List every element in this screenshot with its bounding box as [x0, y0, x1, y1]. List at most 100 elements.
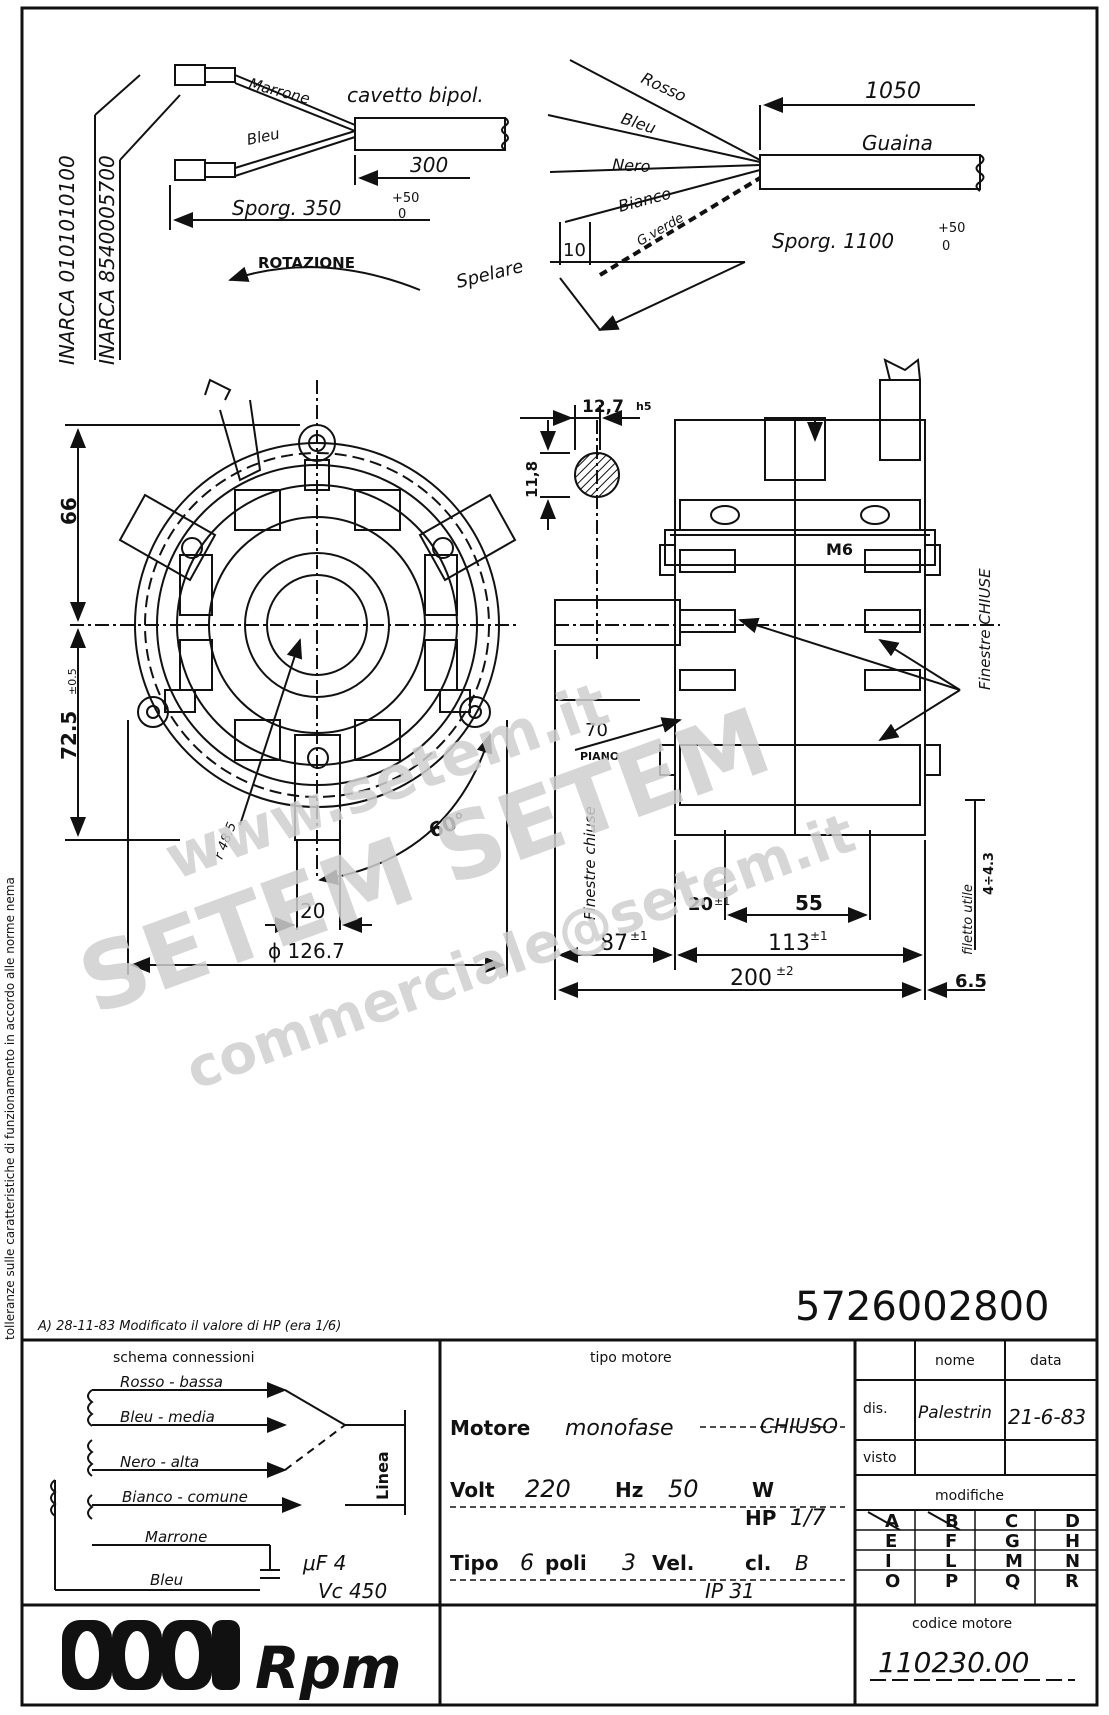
motore-label: Motore: [450, 1416, 530, 1440]
side-view-labels: 12,7 h5 11,8 M6 70 PIANO Finestre CHIUSE…: [523, 397, 997, 992]
dim-1050: 1050: [865, 79, 921, 104]
hp-value: 1/7: [790, 1506, 825, 1531]
conn-bleu-2: Bleu: [150, 1571, 183, 1589]
dim-200: 200: [730, 966, 772, 991]
dim-72-5-tol: ±0.5: [66, 668, 79, 695]
sporg-1100: Sporg. 1100: [772, 229, 894, 253]
dis-date: 21-6-83: [1008, 1405, 1086, 1429]
w-label: W: [752, 1478, 774, 1502]
motore-value: monofase: [565, 1416, 674, 1441]
modifiche-cell: I: [885, 1551, 892, 1572]
finestre-chiuse-left: Finestre chiuse: [581, 806, 599, 920]
guaina-label: Guaina: [862, 131, 933, 155]
wire-marrone-label: Marrone: [247, 74, 312, 108]
modifiche-cell: C: [1005, 1511, 1018, 1532]
dim-113-tol: ±1: [810, 929, 828, 943]
cap-value: μF 4: [302, 1551, 346, 1575]
revision-note: A) 28-11-83 Modificato il valore di HP (…: [37, 1319, 341, 1334]
code-inarca-1: INARCA 0101010100: [55, 155, 79, 365]
dim-87: 87: [600, 931, 628, 956]
sporg-350-tol-plus: +50: [392, 191, 419, 206]
dim-20-side: 20: [688, 894, 713, 915]
modifiche-title: modifiche: [935, 1488, 1004, 1504]
modifiche-cell: O: [885, 1571, 900, 1592]
conn-bianco: Bianco - comune: [122, 1488, 248, 1506]
dis-signature: Palestrin: [918, 1403, 992, 1423]
tipo-label: Tipo: [450, 1551, 499, 1575]
dim-200-tol: ±2: [776, 964, 794, 978]
wire-bleu-label: Bleu: [245, 124, 281, 149]
side-view: [520, 358, 1000, 1000]
spelare-label: Spelare: [454, 256, 525, 293]
drawing-number: 5726002800: [795, 1284, 1050, 1330]
hp-label: HP: [745, 1506, 776, 1530]
sporg-350: Sporg. 350: [232, 196, 341, 220]
modifiche-cell: M: [1005, 1551, 1023, 1572]
code-inarca-2: INARCA 8540005700: [95, 155, 119, 365]
cable-label: cavetto bipol.: [347, 83, 484, 107]
dim-6-5: 6.5: [955, 971, 987, 992]
tipo-motore-title: tipo motore: [590, 1350, 672, 1366]
modifiche-cell: E: [885, 1531, 897, 1552]
drawing-frame: [20, 6, 1099, 1707]
modifiche-cell: Q: [1005, 1571, 1020, 1592]
wire-bleu-label-r: Bleu: [619, 109, 659, 138]
cl-value: B: [795, 1551, 809, 1575]
dim-20-side-tol: ±1: [714, 895, 730, 908]
wiring-right: [547, 59, 985, 331]
m6-label: M6: [826, 540, 853, 559]
dim-55: 55: [795, 891, 823, 915]
volt-label: Volt: [450, 1478, 495, 1502]
conn-marrone: Marrone: [145, 1528, 207, 1546]
wiring-left: [94, 64, 509, 360]
visto-label: visto: [863, 1450, 897, 1466]
sporg-1100-tol-plus: +50: [938, 221, 965, 236]
conn-rosso: Rosso - bassa: [120, 1373, 223, 1391]
dim-70: 70: [585, 720, 608, 741]
shaft-tolerance: h5: [636, 400, 652, 413]
modifiche-cell: H: [1065, 1531, 1080, 1552]
sporg-350-tol-minus: 0: [398, 207, 406, 222]
rpm-logo: Rpm: [62, 1620, 402, 1702]
filetto-label: filetto utile: [961, 884, 976, 955]
vel-value: 3: [622, 1551, 636, 1576]
dim-10: 10: [563, 240, 586, 261]
wiring-schematic: [50, 1382, 406, 1591]
codice-title: codice motore: [912, 1616, 1012, 1632]
diameter-label: ϕ 126.7: [268, 939, 345, 963]
approval-block: nome data dis. Palestrin 21-6-83 visto m…: [863, 1353, 1086, 1504]
front-view: [65, 378, 520, 975]
cap-voltage: Vc 450: [318, 1579, 387, 1603]
dim-72-5: 72.5: [57, 711, 81, 760]
shaft-diameter: 12,7: [582, 397, 624, 417]
schema-title: schema connessioni: [113, 1350, 255, 1366]
poli-value: 6: [520, 1551, 534, 1576]
watermark: www.setem.it SETEM SETEM commerciale@set…: [66, 669, 863, 1102]
dim-87-tol: ±1: [630, 929, 648, 943]
dim-300: 300: [410, 153, 448, 177]
modifiche-cell: R: [1065, 1571, 1079, 1592]
ip-value: IP 31: [705, 1579, 755, 1603]
wire-gverde-label: G.verde: [635, 211, 687, 250]
piano-label: PIANO: [580, 750, 619, 763]
wire-nero-label: Nero: [612, 155, 651, 176]
poli-label: poli: [545, 1551, 587, 1575]
conn-bleu: Bleu - media: [120, 1408, 215, 1426]
dim-66: 66: [57, 497, 81, 525]
vel-label: Vel.: [652, 1551, 694, 1575]
rotation-label: ROTAZIONE: [258, 254, 355, 272]
filetto-value: 4÷4.3: [982, 852, 997, 895]
data-header: data: [1030, 1353, 1062, 1369]
finestre-chiuse-right: Finestre CHIUSE: [976, 568, 994, 690]
motor-code-block: codice motore 110230.00: [870, 1616, 1075, 1681]
modifiche-cell: G: [1005, 1531, 1020, 1552]
wiring-right-labels: Rosso Bleu Nero Bianco G.verde 1050 Guai…: [454, 68, 965, 292]
cl-label: cl.: [745, 1551, 771, 1575]
shaft-flat: 11,8: [523, 461, 541, 498]
dim-113: 113: [768, 931, 810, 956]
modifiche-cell: L: [945, 1551, 956, 1572]
modifiche-cell: D: [1065, 1511, 1080, 1532]
modifiche-cell: N: [1065, 1551, 1080, 1572]
